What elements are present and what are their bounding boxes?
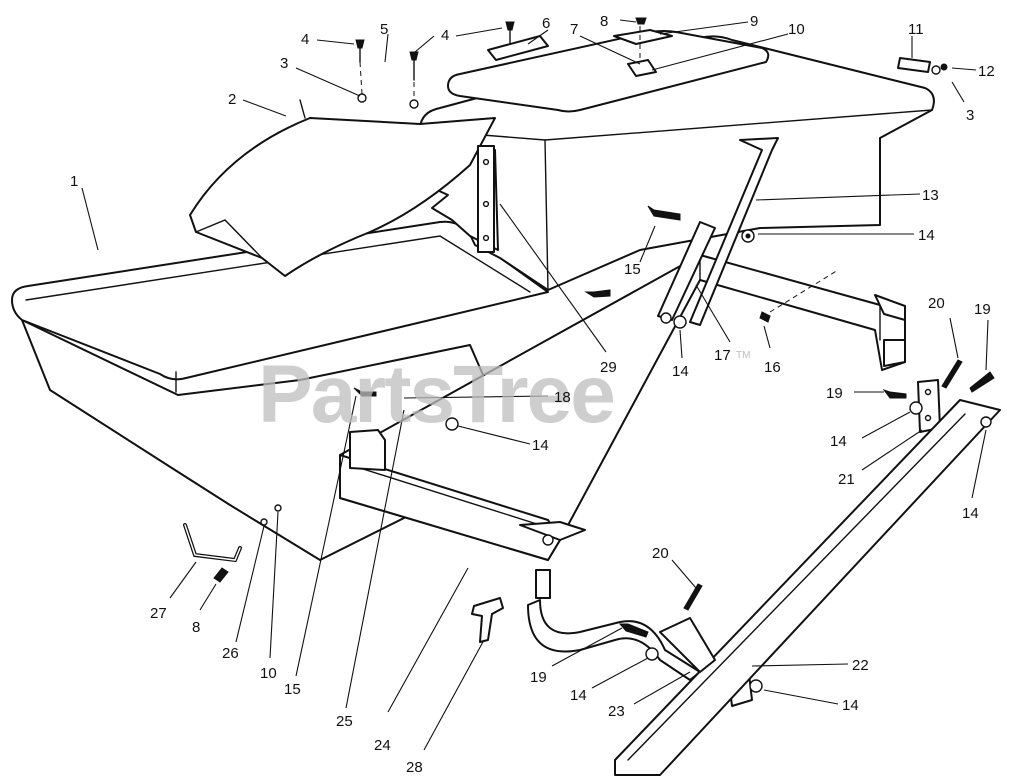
callout-21: 21	[838, 471, 855, 488]
callout-6: 6	[542, 15, 550, 32]
callout-14: 14	[532, 437, 549, 454]
callout-14: 14	[672, 363, 689, 380]
callout-17: 17	[714, 347, 731, 364]
callout-14: 14	[830, 433, 847, 450]
callout-19: 19	[974, 301, 991, 318]
part-28-knob	[471, 597, 504, 643]
callout-29: 29	[600, 359, 617, 376]
part-24-frame	[339, 254, 906, 681]
callout-14: 14	[842, 697, 859, 714]
callout-13: 13	[922, 187, 939, 204]
callout-28: 28	[406, 759, 423, 776]
callout-10: 10	[260, 665, 277, 682]
callout-16: 16	[764, 359, 781, 376]
part-17-support-rod	[657, 137, 779, 326]
hardware	[213, 17, 995, 693]
part-13-hopper-cover	[419, 30, 935, 291]
callout-14: 14	[570, 687, 587, 704]
callout-10: 10	[788, 21, 805, 38]
callout-18: 18	[554, 389, 571, 406]
callout-15: 15	[624, 261, 641, 278]
callout-23: 23	[608, 703, 625, 720]
callout-5: 5	[380, 21, 388, 38]
callout-27: 27	[150, 605, 167, 622]
callout-3: 3	[280, 55, 288, 72]
callout-4: 4	[301, 31, 309, 48]
callout-19: 19	[530, 669, 547, 686]
callout-25: 25	[336, 713, 353, 730]
callout-14: 14	[962, 505, 979, 522]
callout-7: 7	[570, 21, 578, 38]
callout-9: 9	[750, 13, 758, 30]
callout-1: 1	[70, 173, 78, 190]
part-2-discharge-chute	[189, 99, 496, 277]
callout-8: 8	[600, 13, 608, 30]
callout-19: 19	[826, 385, 843, 402]
callouts: 1 2 3 3 4 4 5 6 7 8 8 9 10 10 11 12 13 1…	[70, 13, 995, 776]
callout-24: 24	[374, 737, 391, 754]
watermark-tm: TM	[736, 350, 750, 361]
watermark: PartsTree TM	[258, 349, 750, 440]
leader-lines	[81, 19, 989, 751]
callout-26: 26	[222, 645, 239, 662]
callout-2: 2	[228, 91, 236, 108]
callout-20: 20	[652, 545, 669, 562]
part-23-rear-rail	[614, 399, 1001, 776]
callout-15: 15	[284, 681, 301, 698]
callout-3: 3	[966, 107, 974, 124]
callout-22: 22	[852, 657, 869, 674]
watermark-text: PartsTree	[258, 349, 614, 440]
part-29-bracket	[477, 145, 495, 253]
callout-11: 11	[908, 21, 924, 38]
part-27-handle	[183, 523, 242, 563]
callout-12: 12	[978, 63, 995, 80]
callout-8: 8	[192, 619, 200, 636]
callout-14: 14	[918, 227, 935, 244]
callout-4: 4	[441, 27, 449, 44]
callout-20: 20	[928, 295, 945, 312]
